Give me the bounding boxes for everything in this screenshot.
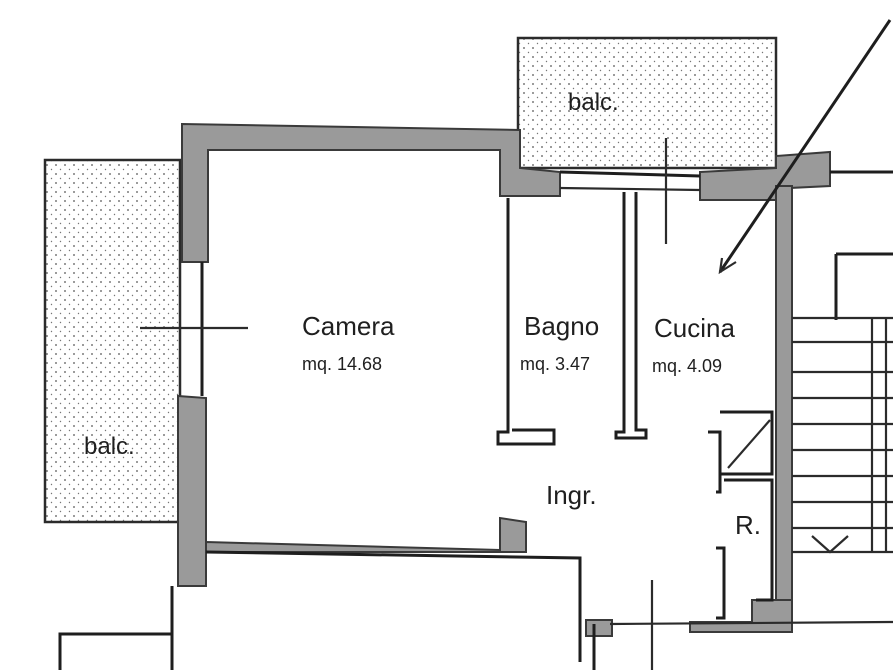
ingresso-name: Ingr. [546, 480, 597, 510]
cucina-area: mq. 4.09 [652, 356, 722, 376]
camera-area: mq. 14.68 [302, 354, 382, 374]
balcony-top [516, 36, 778, 170]
walls [177, 122, 831, 637]
camera-name: Camera [302, 311, 395, 341]
cucina-name: Cucina [654, 313, 735, 343]
bagno-area: mq. 3.47 [520, 354, 590, 374]
balcony-top-label: balc. [568, 89, 619, 116]
bagno-name: Bagno [524, 311, 599, 341]
balcony-left [43, 158, 182, 524]
balcony-left-label: balc. [84, 433, 135, 460]
interior-lines [58, 19, 893, 670]
ripostiglio-name: R. [735, 510, 761, 540]
